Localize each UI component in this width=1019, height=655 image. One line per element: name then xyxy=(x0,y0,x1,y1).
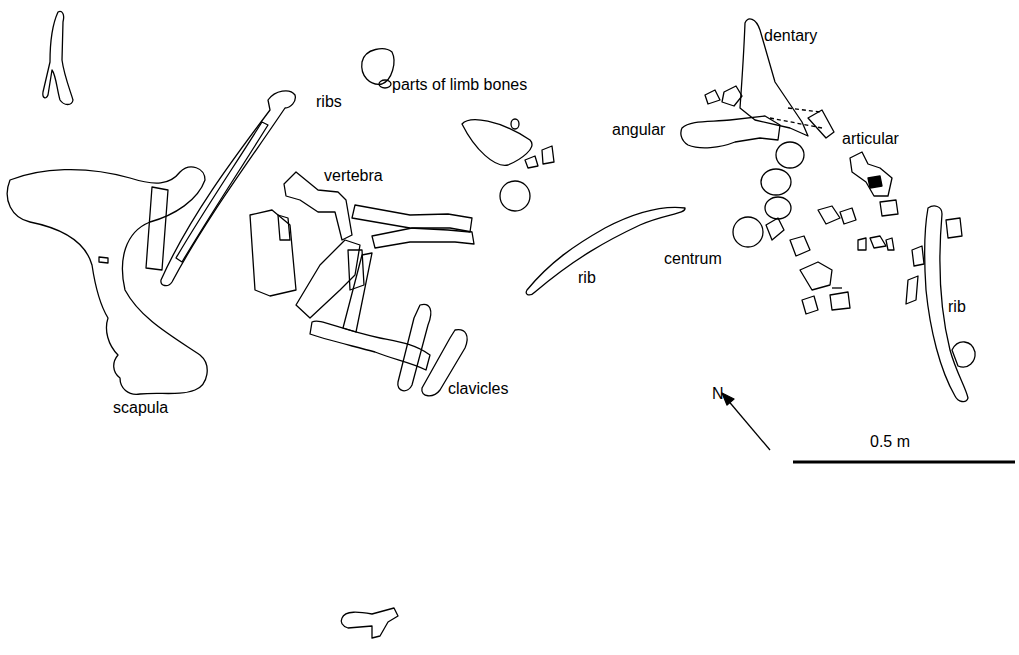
bone-fragment xyxy=(868,176,882,188)
bone-label: articular xyxy=(842,131,899,147)
bone-label: parts of limb bones xyxy=(392,77,527,93)
limb-bone xyxy=(462,120,532,166)
bone-fragment xyxy=(722,86,742,106)
centrum xyxy=(761,169,791,195)
bone-fragment xyxy=(880,200,898,216)
limb-bone xyxy=(362,49,394,84)
limb-bone xyxy=(525,156,538,168)
bone-label: clavicles xyxy=(448,381,508,397)
bone-fragment xyxy=(830,292,850,310)
bone-fragment xyxy=(870,236,886,248)
limb-bone xyxy=(500,181,530,211)
north-label: N xyxy=(712,386,724,402)
bone xyxy=(296,240,360,318)
bone-fragment xyxy=(946,218,962,238)
bone-label: dentary xyxy=(764,28,817,44)
bone-fragment xyxy=(840,208,856,224)
angular xyxy=(681,116,780,148)
bone xyxy=(146,187,168,270)
bone-fragment xyxy=(800,262,832,290)
bone-label: centrum xyxy=(664,251,722,267)
vertebra xyxy=(850,152,892,196)
bone-fragment xyxy=(952,342,975,367)
centrum xyxy=(776,142,804,168)
scale-bar xyxy=(793,461,1015,464)
bone-fragment xyxy=(858,238,866,250)
articular xyxy=(808,110,834,138)
bone-fragment xyxy=(790,236,810,256)
bone-fragment xyxy=(766,218,784,240)
bone-fragment xyxy=(802,296,818,314)
bone-fragment xyxy=(705,90,720,104)
bone-label: vertebra xyxy=(324,168,383,184)
rib xyxy=(176,122,268,262)
bone xyxy=(43,11,73,104)
bone-label: ribs xyxy=(316,94,342,110)
bone-fragment xyxy=(906,276,918,304)
bone xyxy=(343,253,372,332)
limb-bone xyxy=(379,80,391,88)
bone xyxy=(341,608,398,638)
bone-label: rib xyxy=(578,270,596,286)
clavicle xyxy=(398,304,431,390)
rib xyxy=(526,207,685,294)
limb-bone xyxy=(511,119,519,129)
scale-label: 0.5 m xyxy=(870,434,910,450)
limb-bone xyxy=(542,146,554,164)
suture-line xyxy=(788,108,820,112)
bone xyxy=(372,228,474,248)
bone-fragment xyxy=(912,246,924,266)
rib xyxy=(925,206,968,402)
bone-fragment xyxy=(818,206,840,224)
bone xyxy=(250,210,296,296)
bone-label: rib xyxy=(948,299,966,315)
north-arrow-head xyxy=(722,393,734,405)
scapula xyxy=(7,167,207,394)
centrum xyxy=(733,217,763,247)
bone-label: angular xyxy=(612,122,665,138)
bone-fragment xyxy=(886,238,894,250)
centrum xyxy=(765,197,791,219)
bone-fragment xyxy=(278,215,290,240)
rib xyxy=(161,91,295,286)
bone-fragment xyxy=(832,287,842,288)
bone-label: scapula xyxy=(113,400,168,416)
north-arrow xyxy=(726,398,770,450)
bone-fragment xyxy=(99,257,108,263)
